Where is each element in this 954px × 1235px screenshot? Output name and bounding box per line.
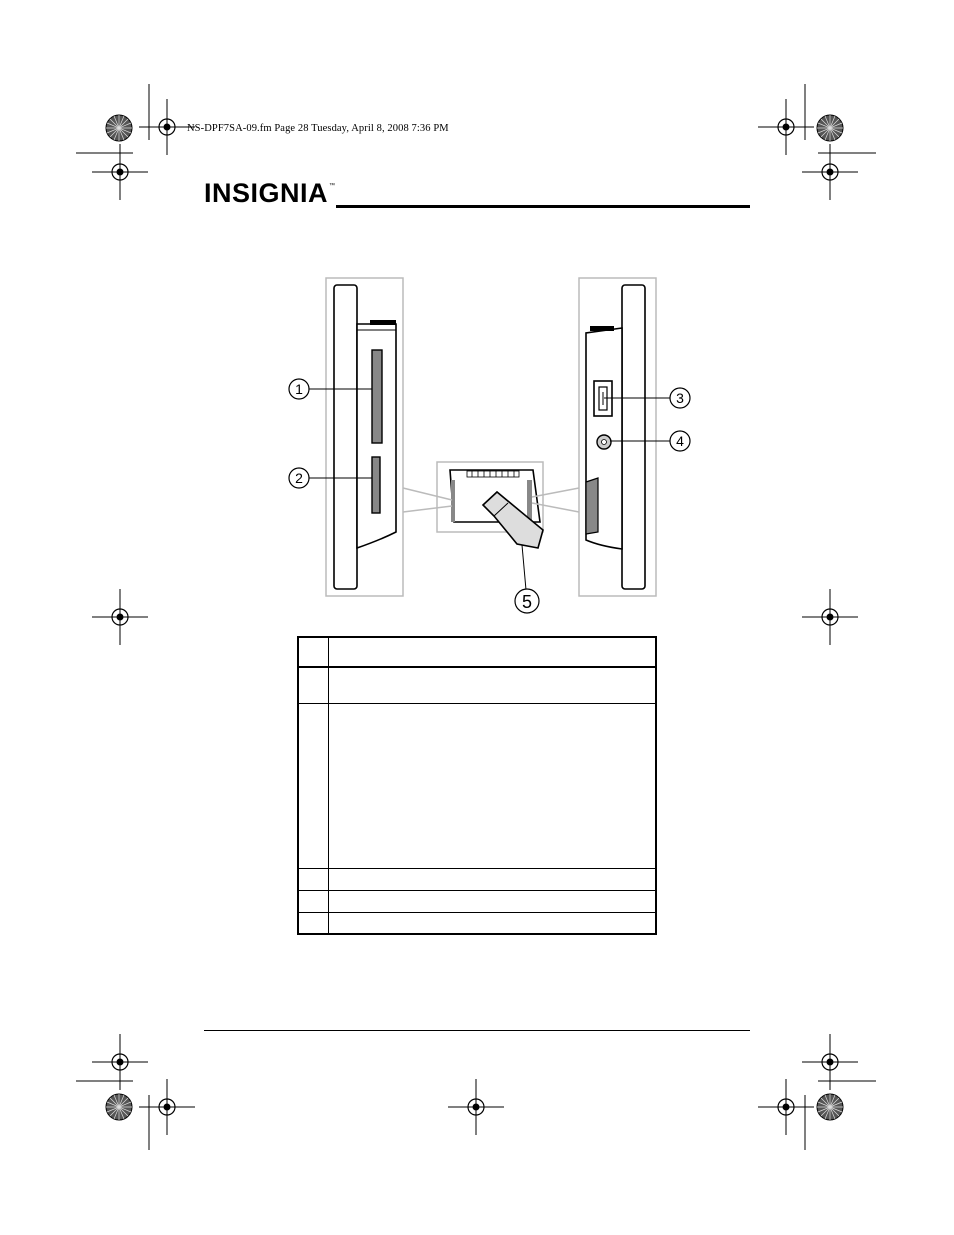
table-row [299, 668, 655, 704]
right-panel-frame [578, 277, 657, 597]
right-frame-edge [621, 284, 646, 590]
callout-circle-5 [514, 588, 540, 614]
callout-label-4: 4 [676, 433, 684, 449]
print-file-header: NS-DPF7SA-09.fm Page 28 Tuesday, April 8… [187, 123, 449, 134]
callout-label-2: 2 [295, 470, 303, 486]
trademark-mark: ™ [329, 183, 336, 189]
memory-card-slot-2 [371, 456, 381, 514]
left-panel-frame [325, 277, 404, 597]
insignia-logo: INSIGNIA™ [204, 180, 336, 207]
table-row [299, 869, 655, 891]
callout-circle-3 [669, 387, 691, 409]
brand-name: INSIGNIA [204, 178, 329, 208]
callout-circle-4 [669, 430, 691, 452]
component-table [297, 636, 657, 935]
callout-label-3: 3 [676, 390, 684, 406]
left-frame-edge [333, 284, 358, 590]
table-row [299, 891, 655, 913]
table-row [299, 704, 655, 869]
header-rule [336, 205, 750, 208]
memory-card-slot-1 [371, 349, 383, 444]
number-column-divider [328, 638, 329, 933]
callout-label-1: 1 [295, 381, 303, 397]
callout-circle-1 [288, 378, 310, 400]
table-header-row [299, 638, 655, 668]
table-row [299, 913, 655, 933]
callout-circle-2 [288, 467, 310, 489]
callout-label-5: 5 [522, 592, 532, 612]
footer-rule [204, 1030, 750, 1031]
